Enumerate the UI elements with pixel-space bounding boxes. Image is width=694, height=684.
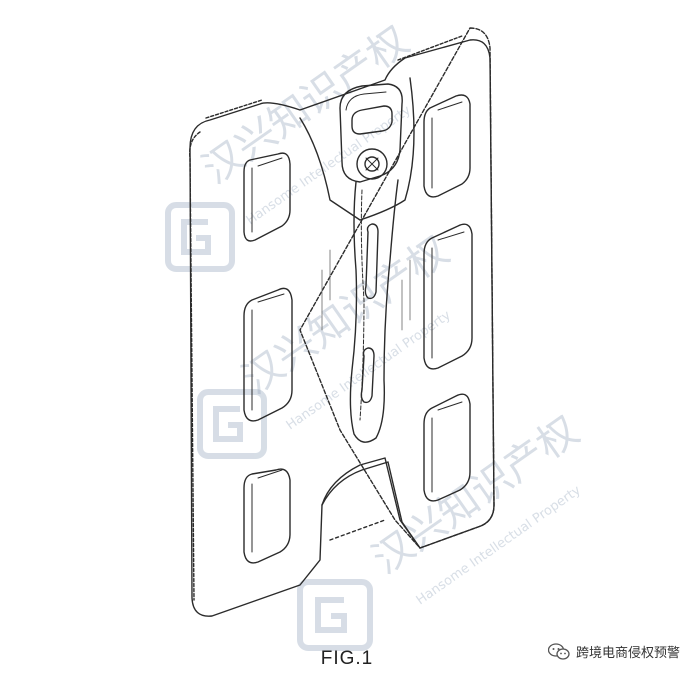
top-notch	[299, 77, 415, 221]
clip-arm-slot-upper	[364, 223, 379, 300]
wechat-icon	[547, 642, 570, 660]
clip-pivot-screw-inner	[364, 156, 380, 172]
watermark-layer	[165, 202, 373, 651]
slot-left-top-bevel	[251, 157, 283, 233]
gs-logo-icon	[297, 579, 373, 651]
slot-left-middle-bevel	[251, 293, 285, 411]
slot-right-top	[423, 94, 471, 198]
clip-pivot-screw	[356, 148, 388, 180]
gs-logo-icon	[165, 202, 235, 272]
slot-right-bottom-bevel	[431, 401, 463, 493]
card-holder	[189, 27, 495, 617]
front-plate-outline	[189, 39, 495, 617]
slot-left-middle	[243, 287, 293, 422]
clip-lanyard-slot	[351, 105, 393, 135]
clip-pivot-screw-cross	[365, 157, 379, 171]
clip-top-ring-edge	[345, 91, 387, 111]
bottom-cutout	[321, 461, 421, 549]
slot-left-top	[243, 152, 291, 242]
slot-right-middle	[423, 223, 473, 370]
figure-caption: FIG.1	[320, 648, 374, 669]
clip-top-ring	[339, 83, 403, 183]
slot-right-top-bevel	[431, 101, 463, 189]
slot-left-bottom	[243, 468, 291, 564]
gs-logo-icon	[197, 389, 267, 459]
credit-label: 跨境电商侵权预警	[575, 646, 680, 661]
clip-arm-slot-lower	[360, 347, 375, 404]
plate-thickness-top	[205, 35, 463, 119]
belt-clip	[339, 83, 403, 443]
bottom-cutout-hidden-edge	[329, 519, 386, 541]
slot-right-middle-bevel	[431, 231, 465, 359]
slot-left-bottom-bevel	[251, 469, 283, 553]
plate-thickness-left	[189, 131, 201, 601]
surface-shading	[321, 249, 411, 331]
slot-right-bottom	[423, 393, 471, 502]
clip-arm	[349, 179, 399, 443]
source-credit: 跨境电商侵权预警	[547, 642, 680, 661]
